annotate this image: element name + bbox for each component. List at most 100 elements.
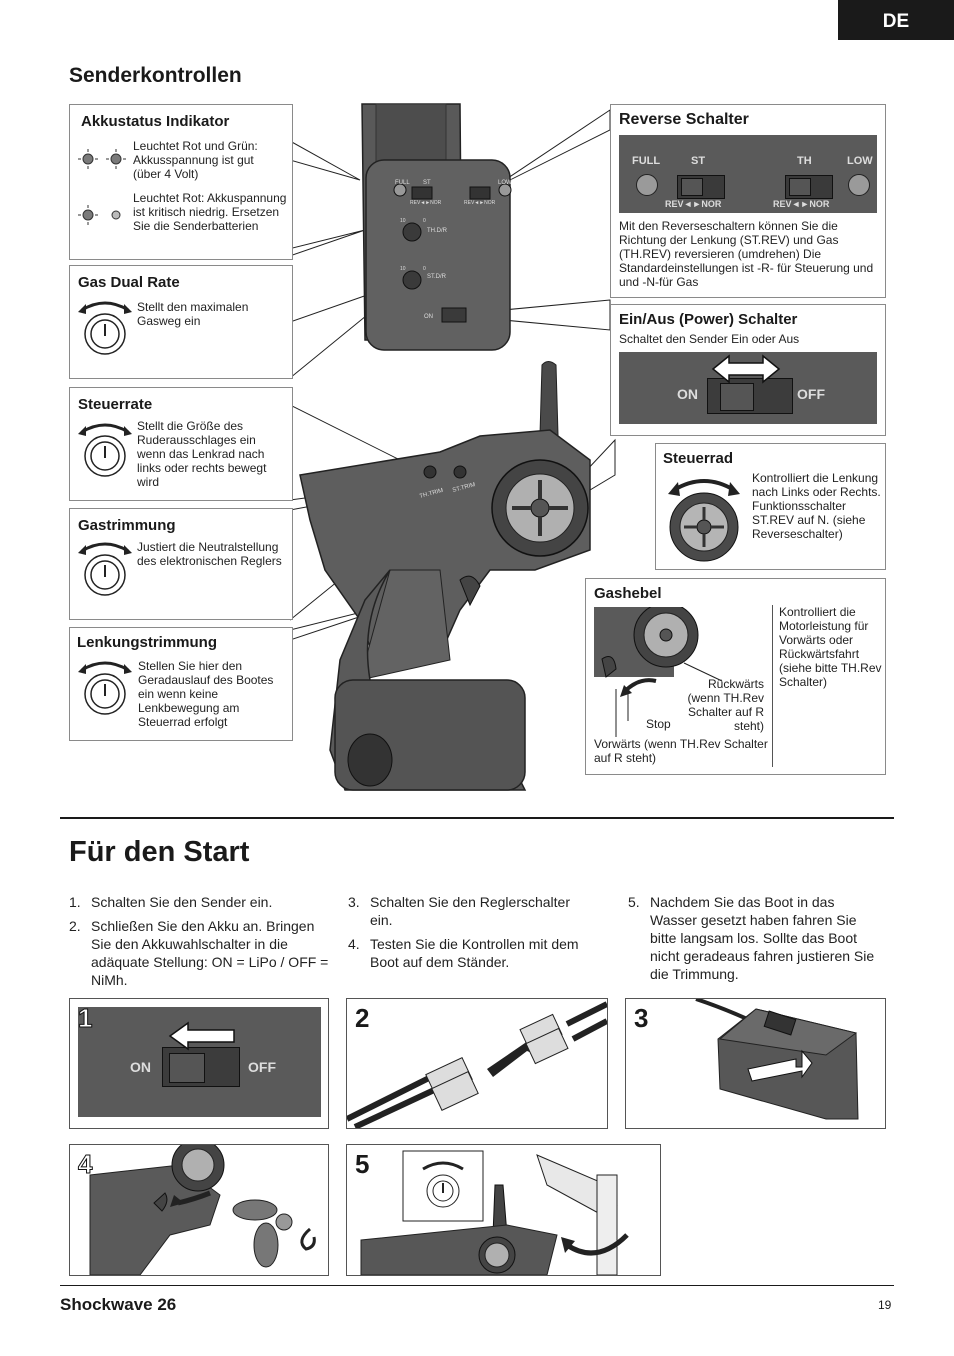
figure-4: 4 — [69, 1144, 329, 1276]
power-switch-panel: ON OFF — [619, 352, 877, 424]
th-rev-switch[interactable] — [785, 175, 833, 199]
low-led — [848, 174, 870, 196]
reverse-switch-box: Reverse Schalter FULL ST TH LOW REV◄►NOR… — [610, 104, 886, 298]
tx-revnor-label-1: REV◄►NOR — [410, 200, 442, 206]
akku-status-box: Akkustatus Indikator Leuchtet Rot und Gr… — [69, 104, 293, 260]
propeller-test-illustration — [89, 1145, 316, 1275]
gashebel-stop: Stop — [646, 717, 671, 731]
power-title: Ein/Aus (Power) Schalter — [619, 311, 798, 328]
fig2-number: 2 — [355, 1003, 370, 1033]
gashebel-vorwaerts: Vorwärts (wenn TH.Rev Schalter auf R ste… — [594, 737, 768, 765]
dial-knob-icon — [78, 542, 132, 596]
reverse-full-label: FULL — [632, 155, 661, 167]
footer-product: Shockwave 26 — [60, 1295, 177, 1314]
st-rev-switch[interactable] — [677, 175, 725, 199]
steering-wheel-icon — [668, 479, 740, 562]
tx-ten-label-2: 10 — [400, 266, 406, 272]
page-number: 19 — [878, 1298, 892, 1312]
steuerrate-box: Steuerrate Stellt die Größe des Ruderaus… — [69, 387, 293, 501]
akku-title: Akkustatus Indikator — [81, 113, 230, 130]
throttle-trigger-illustration — [594, 607, 699, 697]
tx-low-label: LOW — [498, 180, 512, 186]
th-revnor-label: REV◄►NOR — [773, 199, 830, 209]
power-off-label: OFF — [797, 386, 825, 402]
lenkungstrimmung-box: Lenkungstrimmung Stellen Sie hier den Ge… — [69, 627, 293, 741]
fig1-off-label: OFF — [248, 1059, 276, 1075]
lenkungstrimmung-title: Lenkungstrimmung — [77, 634, 218, 651]
akku-text-low: Leuchtet Rot: Akkuspannung ist kritisch … — [133, 191, 287, 233]
power-text: Schaltet den Sender Ein oder Aus — [619, 332, 800, 346]
reverse-title: Reverse Schalter — [619, 111, 749, 128]
figure-2: 2 — [346, 998, 608, 1129]
gastrimmung-box: Gastrimmung Justiert die Neutralstellung… — [69, 508, 293, 620]
led-red-green-icon — [78, 149, 126, 169]
gas-dual-rate-box: Gas Dual Rate Stellt den maximalen Gaswe… — [69, 265, 293, 379]
reverse-low-label: LOW — [847, 155, 873, 167]
full-led — [636, 174, 658, 196]
tx-st-trim-label: ST.TRIM — [452, 482, 476, 494]
gashebel-title: Gashebel — [594, 585, 662, 602]
start-title: Für den Start — [69, 836, 250, 868]
gastrimmung-text: Justiert die Neutralstellung des elektro… — [137, 540, 282, 568]
steuerrad-text: Kontrolliert die Lenkung nach Links oder… — [752, 471, 881, 541]
steuerrate-text: Stellt die Größe des Ruderausschlages ei… — [137, 419, 267, 489]
esc-switch-illustration — [695, 999, 859, 1120]
gas-dual-rate-text: Stellt den maximalen Gasweg ein — [137, 300, 249, 328]
fig1-switch — [162, 1047, 240, 1087]
fig4-number: 4 — [77, 1149, 93, 1180]
double-arrow-icon — [711, 354, 781, 384]
reverse-switch-panel: FULL ST TH LOW REV◄►NOR REV◄►NOR — [619, 135, 877, 213]
steuerrad-title: Steuerrad — [663, 450, 734, 467]
reverse-th-label: TH — [797, 155, 812, 167]
transmitter-illustration: FULL ST LOW REV◄►NOR REV◄►NOR 10 0 TH.D/… — [290, 103, 616, 791]
battery-connector-illustration — [347, 1001, 607, 1128]
footer-rule — [60, 1285, 894, 1286]
tx-on-label: ON — [424, 314, 433, 320]
dial-knob-icon — [78, 423, 132, 477]
figure-5: 5 — [346, 1144, 661, 1276]
dial-knob-icon — [78, 661, 132, 715]
tx-ten-label-1: 10 — [400, 218, 406, 224]
tx-thdr-label: TH.D/R — [427, 228, 448, 234]
akku-text-good: Leuchtet Rot und Grün: Akkusspannung ist… — [133, 139, 258, 181]
tx-zero-label-2: 0 — [423, 266, 426, 272]
fig1-on-label: ON — [130, 1059, 151, 1075]
tx-st-label: ST — [423, 180, 431, 186]
tx-full-label: FULL — [395, 180, 410, 186]
gastrimmung-title: Gastrimmung — [78, 517, 176, 534]
throttle-callout-lines — [615, 662, 723, 737]
steps-column-1: 1. Schalten Sie den Sender ein. 2. Schli… — [69, 894, 329, 988]
fig3-number: 3 — [634, 1003, 649, 1033]
tx-revnor-label-2: REV◄►NOR — [464, 200, 496, 206]
power-switch[interactable] — [707, 378, 793, 414]
section-divider — [60, 817, 894, 819]
power-switch-box: Ein/Aus (Power) Schalter Schaltet den Se… — [610, 304, 886, 436]
fig1-panel: ON OFF — [78, 1007, 321, 1117]
st-revnor-label: REV◄►NOR — [665, 199, 722, 209]
fig1-number: 1 — [77, 1003, 93, 1034]
gashebel-right-text: Kontrolliert die Motorleistung für Vorwä… — [779, 605, 882, 689]
steps-column-2: 3. Schalten Sie den Reglerschalter ein. … — [348, 894, 579, 970]
dial-knob-icon — [78, 301, 132, 355]
gas-dual-rate-title: Gas Dual Rate — [78, 274, 180, 291]
lenkungstrimmung-text: Stellen Sie hier den Geradauslauf des Bo… — [138, 659, 274, 729]
trim-adjust-illustration — [360, 1150, 629, 1275]
gashebel-rueckwaerts: Rückwärts (wenn TH.Rev Schalter auf R st… — [687, 677, 764, 733]
figure-3: 3 — [625, 998, 886, 1129]
steering-wheel-box: Steuerrad Kontrolliert die Lenkung nach … — [655, 443, 886, 570]
language-tab[interactable]: DE — [838, 0, 954, 40]
tx-zero-label-1: 0 — [423, 218, 426, 224]
steuerrate-title: Steuerrate — [78, 396, 153, 413]
figure-1: ON OFF 1 — [69, 998, 329, 1129]
reverse-st-label: ST — [691, 155, 706, 167]
gashebel-divider — [772, 605, 773, 767]
reverse-text: Mit den Reverseschaltern können Sie die … — [619, 219, 874, 289]
steps-column-3: 5. Nachdem Sie das Boot in das Wasser ge… — [628, 894, 875, 982]
power-on-label: ON — [677, 386, 698, 402]
section-title: Senderkontrollen — [69, 64, 242, 87]
throttle-box: Gashebel Rückwärts (wenn TH.Rev Schalter… — [585, 578, 886, 775]
tx-stdr-label: ST.D/R — [427, 274, 447, 280]
arrow-left-icon — [168, 1021, 235, 1051]
led-red-icon — [78, 205, 121, 225]
fig5-number: 5 — [355, 1149, 370, 1179]
